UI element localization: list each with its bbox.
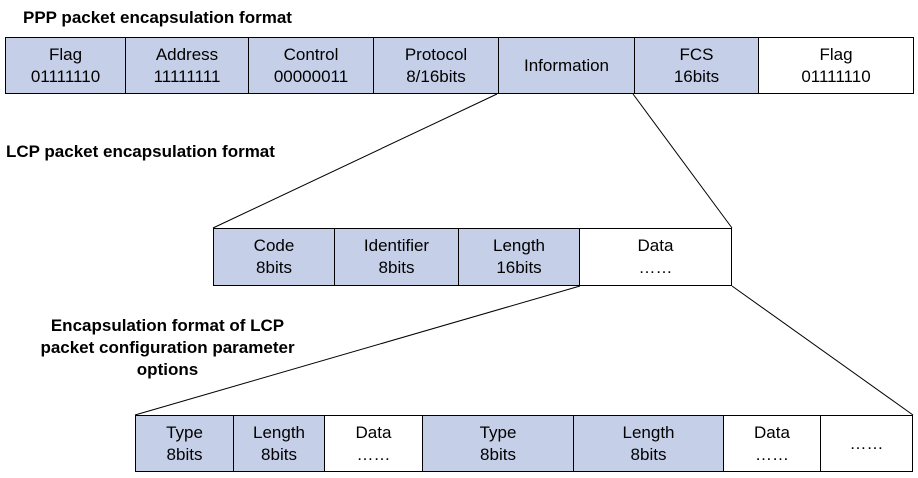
expansion-line-data-right — [731, 285, 914, 416]
option-field-ellipsis: …… — [821, 416, 912, 471]
options-title-line-3: options — [136, 360, 199, 379]
options-title-line-1: Encapsulation format of LCP — [50, 316, 285, 335]
expansion-line-data-left — [134, 285, 581, 416]
expansion-line-info-left — [212, 93, 498, 229]
ppp-field-information: Information — [499, 38, 635, 93]
options-format-title: Encapsulation format of LCP packet confi… — [0, 315, 335, 381]
options-title-line-2: packet configuration parameter — [40, 338, 295, 357]
option-field-data-2: Data…… — [724, 416, 821, 471]
option-field-data: Data…… — [325, 416, 423, 471]
lcp-field-data: Data…… — [580, 229, 731, 285]
ppp-format-title: PPP packet encapsulation format — [23, 8, 292, 27]
expansion-line-info-right — [632, 93, 733, 229]
lcp-format-title: LCP packet encapsulation format — [6, 142, 275, 161]
